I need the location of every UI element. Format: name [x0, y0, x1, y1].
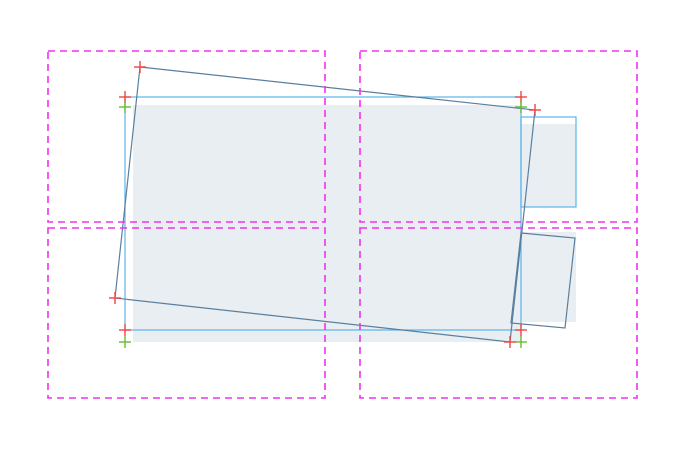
aligned-outlines: [124, 96, 577, 331]
marker-red-bottom-rotated: [504, 336, 516, 348]
right-upper-fill-region: [521, 124, 576, 207]
fill-regions: [133, 105, 576, 342]
tile-bottom-right: [359, 227, 638, 399]
marker-green-top-left: [119, 101, 131, 113]
dashed-tile-grid: [47, 50, 638, 399]
marker-green-top-right: [515, 101, 527, 113]
marker-green-bottom-left: [119, 336, 131, 348]
aligned-side-rect: [520, 116, 577, 208]
marker-red-right-rotated: [529, 104, 541, 116]
aligned-main-rect: [124, 96, 522, 331]
tile-top-right: [359, 50, 638, 223]
corner-markers: [109, 61, 541, 348]
main-fill-region: [133, 105, 521, 342]
marker-green-bottom-right: [515, 336, 527, 348]
marker-red-bottom-right: [515, 324, 527, 336]
marker-red-left-rotated: [109, 292, 121, 304]
rotated-side-quad: [510, 232, 576, 329]
tile-top-left: [47, 50, 326, 223]
tile-bottom-left: [47, 227, 326, 399]
marker-red-top-rotated: [134, 61, 146, 73]
marker-red-bottom-left: [119, 324, 131, 336]
